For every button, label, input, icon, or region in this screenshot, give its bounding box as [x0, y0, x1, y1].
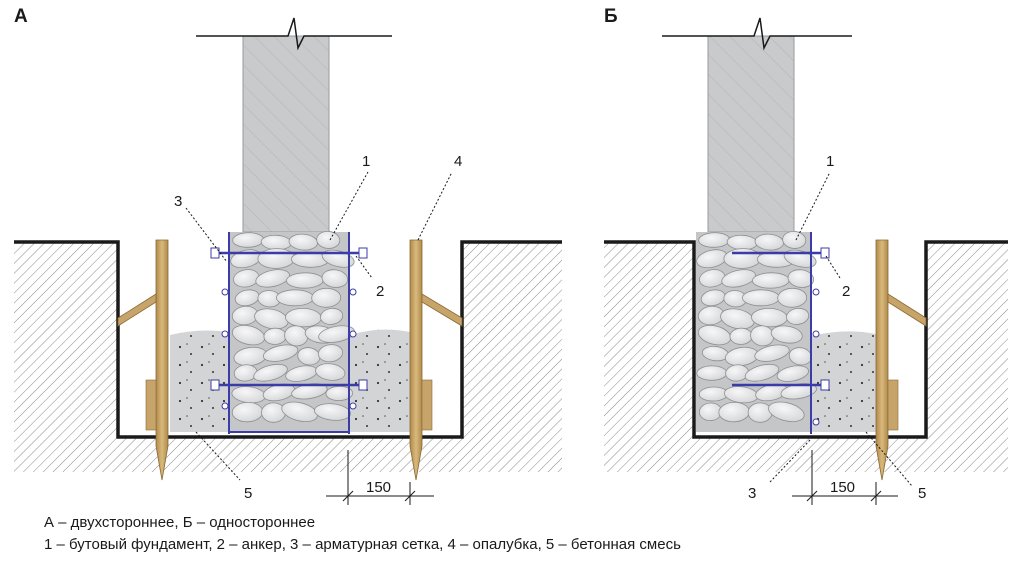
stone [721, 269, 756, 288]
concrete-mix [812, 331, 876, 432]
stone [698, 386, 729, 402]
stone [281, 401, 318, 422]
stone [783, 249, 817, 268]
callout-3: 3 [748, 485, 756, 502]
trench-outline [14, 240, 562, 439]
stone [275, 289, 314, 307]
wall-column [707, 35, 795, 233]
stone [777, 287, 808, 308]
stone [286, 272, 324, 289]
reinforcement-mesh [210, 232, 368, 434]
concrete-mix [170, 330, 228, 432]
dimension-150 [792, 450, 898, 505]
stone [747, 402, 773, 423]
leaders [769, 171, 913, 487]
stone [311, 287, 342, 308]
stone [315, 363, 346, 381]
stone [741, 289, 780, 307]
stone [325, 385, 354, 401]
stone [320, 307, 344, 325]
stone [253, 363, 288, 382]
break-line [662, 17, 852, 51]
callout-3: 3 [174, 193, 182, 210]
callout-5: 5 [244, 485, 252, 502]
callout-2: 2 [376, 283, 384, 300]
wall-column [242, 35, 330, 233]
panel-b: Б 150 [604, 6, 1008, 505]
panel-a-letter: А [14, 6, 28, 27]
callout-1: 1 [362, 153, 370, 170]
stone [729, 327, 753, 345]
stone [696, 365, 728, 381]
dimension-label: 150 [830, 479, 855, 496]
caption-line-1: А – двухстороннее, Б – одностороннее [44, 514, 316, 531]
leaders [185, 171, 453, 481]
stone [782, 230, 807, 249]
stone [754, 344, 790, 362]
panel-b-letter: Б [604, 6, 618, 27]
concrete-mix [350, 329, 410, 432]
stone [787, 269, 815, 288]
callout-1: 1 [826, 153, 834, 170]
stones [696, 230, 817, 423]
callout-5: 5 [918, 485, 926, 502]
stone [720, 308, 755, 330]
stone [321, 249, 355, 268]
callout-4: 4 [454, 153, 462, 170]
formwork [875, 239, 927, 481]
reinforcement-mesh [732, 232, 830, 434]
stone [321, 269, 349, 288]
formwork [117, 239, 463, 481]
stone [786, 307, 810, 325]
stone [254, 308, 289, 330]
stone [744, 363, 780, 382]
dimension-label: 150 [366, 479, 391, 496]
stone [752, 272, 790, 289]
stone [262, 344, 299, 362]
dimension-150 [326, 450, 434, 505]
stone [255, 269, 290, 288]
soil-hatch [0, 0, 562, 472]
break-line [196, 17, 392, 51]
caption-line-2: 1 – бутовый фундамент, 2 – анкер, 3 – ар… [44, 536, 681, 553]
stone [314, 403, 351, 421]
panel-a: А [0, 0, 562, 505]
stone [261, 402, 286, 423]
stone [776, 365, 809, 382]
trench-outline [604, 240, 1008, 439]
stone [770, 325, 803, 344]
stone [317, 344, 344, 363]
stone [316, 230, 341, 249]
stone [768, 401, 805, 422]
stone [263, 327, 287, 345]
callout-2: 2 [842, 283, 850, 300]
stones [230, 230, 355, 423]
